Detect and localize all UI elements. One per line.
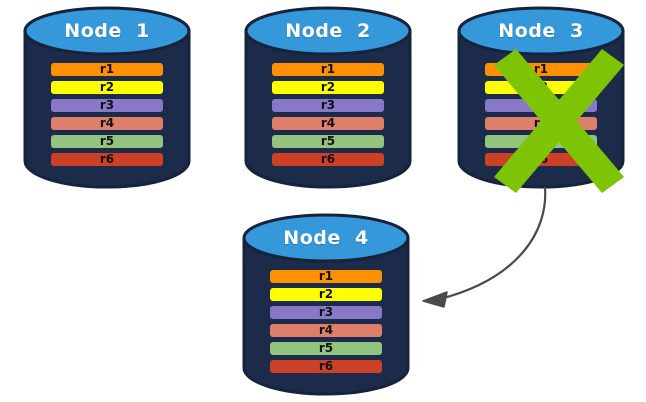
replica-bar[interactable]: r6 — [272, 153, 384, 166]
replica-bar[interactable]: r4 — [272, 117, 384, 130]
replica-bar[interactable]: r2 — [270, 288, 382, 301]
replica-bar[interactable]: r3 — [270, 306, 382, 319]
replica-bar[interactable]: r5 — [270, 342, 382, 355]
replica-bar[interactable]: r6 — [485, 153, 597, 166]
replica-bar[interactable]: r2 — [272, 81, 384, 94]
node-2-replica-list: r1 r2 r3 r4 r5 r6 — [243, 63, 413, 166]
replica-bar[interactable]: r5 — [51, 135, 163, 148]
replica-bar[interactable]: r3 — [51, 99, 163, 112]
replica-bar[interactable]: r1 — [485, 63, 597, 76]
replica-bar[interactable]: r5 — [485, 135, 597, 148]
replica-bar[interactable]: r2 — [51, 81, 163, 94]
replica-bar[interactable]: r6 — [51, 153, 163, 166]
replica-bar[interactable]: r6 — [270, 360, 382, 373]
replica-bar[interactable]: r5 — [272, 135, 384, 148]
replica-bar[interactable]: r4 — [485, 117, 597, 130]
replica-bar[interactable]: r2 — [485, 81, 597, 94]
replica-bar[interactable]: r1 — [270, 270, 382, 283]
replica-bar[interactable]: r1 — [51, 63, 163, 76]
replica-bar[interactable]: r3 — [272, 99, 384, 112]
replica-bar[interactable]: r4 — [270, 324, 382, 337]
replica-bar[interactable]: r3 — [485, 99, 597, 112]
replica-bar[interactable]: r1 — [272, 63, 384, 76]
node-3-replica-list: r1 r2 r3 r4 r5 r6 — [456, 63, 626, 166]
node-4-replica-list: r1 r2 r3 r4 r5 r6 — [241, 270, 411, 373]
node-1-replica-list: r1 r2 r3 r4 r5 r6 — [22, 63, 192, 166]
replica-bar[interactable]: r4 — [51, 117, 163, 130]
